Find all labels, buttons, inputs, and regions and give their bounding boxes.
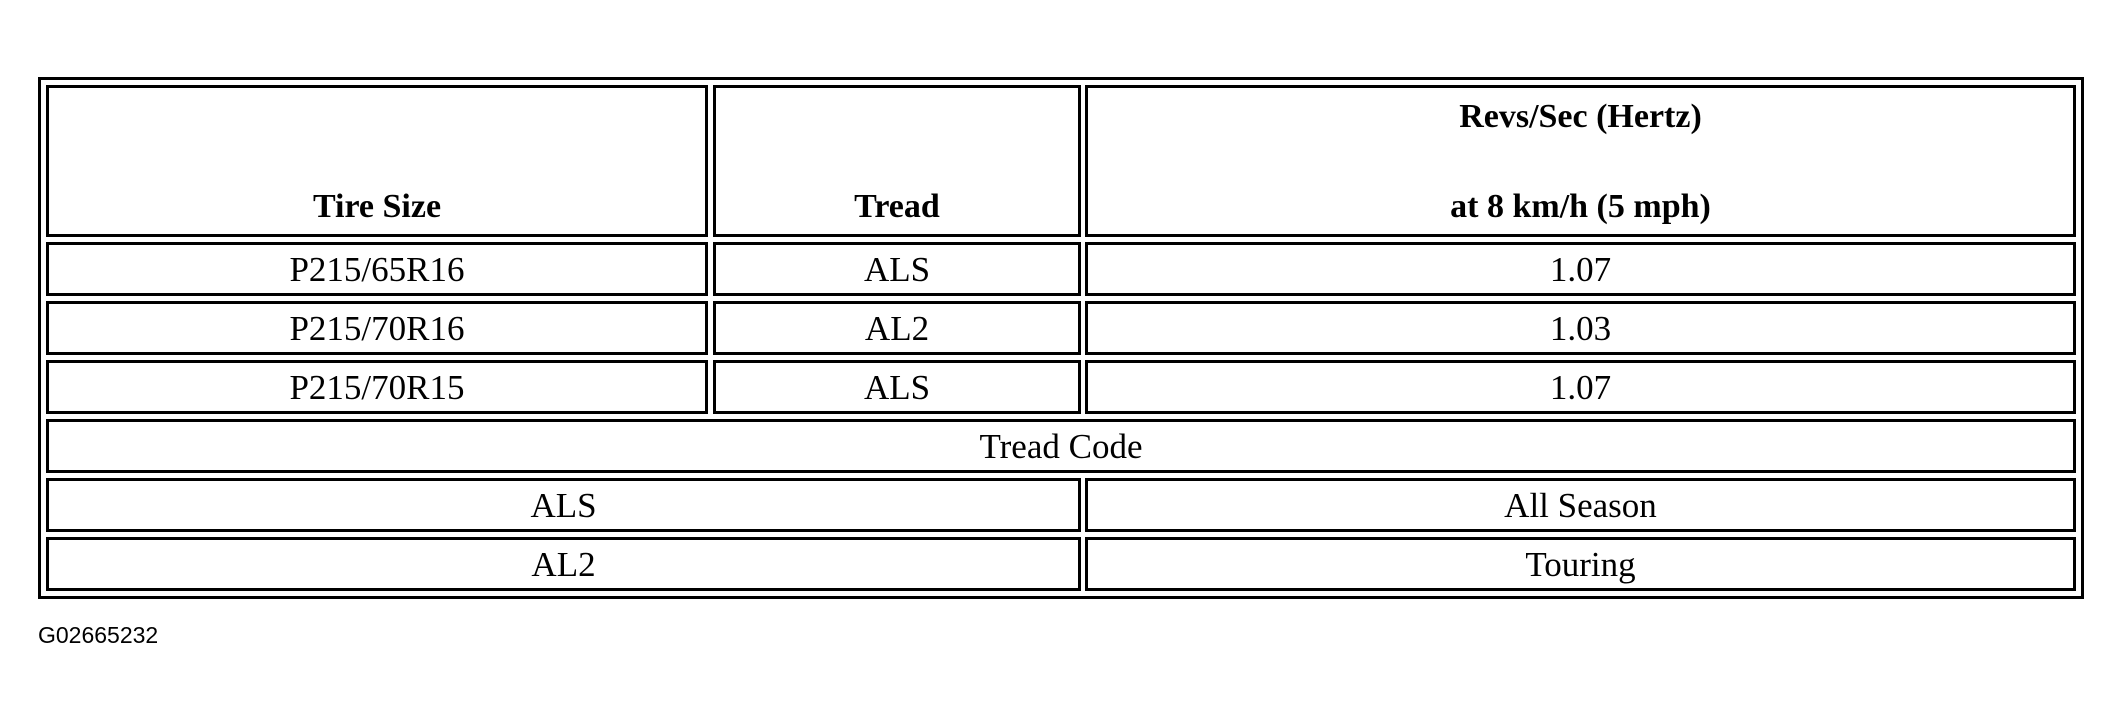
table-cell-code-meaning: All Season (1085, 478, 2076, 532)
cell-text: 1.07 (1549, 367, 1612, 407)
cell-text: ALS (530, 485, 597, 525)
table-cell-revs: 1.07 (1085, 242, 2076, 296)
header-tire-size: Tire Size (46, 85, 708, 237)
cell-text: AL2 (864, 308, 930, 348)
table-cell-revs: 1.03 (1085, 301, 2076, 355)
cell-text: Tread Code (979, 426, 1143, 466)
header-tread: Tread (713, 85, 1081, 237)
cell-text: 1.03 (1549, 308, 1612, 348)
tread-code-title: Tread Code (46, 419, 2076, 473)
cell-text: 1.07 (1549, 249, 1612, 289)
cell-text: P215/70R15 (289, 367, 465, 407)
table-cell-tire-size: P215/65R16 (46, 242, 708, 296)
cell-text: Touring (1525, 544, 1636, 584)
table-cell-revs: 1.07 (1085, 360, 2076, 414)
figure-id: G02665232 (38, 622, 159, 648)
table-cell-code: ALS (46, 478, 1081, 532)
cell-text: ALS (863, 367, 931, 407)
header-revs-line2: at 8 km/h (5 mph) (1450, 188, 1711, 225)
table-cell-tire-size: P215/70R16 (46, 301, 708, 355)
cell-text: P215/65R16 (289, 249, 465, 289)
table-frame (38, 77, 2084, 599)
header-revs-line1: Revs/Sec (Hertz) (1459, 98, 1702, 135)
table-cell-code-meaning: Touring (1085, 537, 2076, 591)
table-cell-code: AL2 (46, 537, 1081, 591)
table-cell-tread: ALS (713, 360, 1081, 414)
cell-text: All Season (1504, 485, 1657, 525)
header-tire-size-label: Tire Size (312, 188, 442, 225)
cell-text: P215/70R16 (289, 308, 465, 348)
table-cell-tread: AL2 (713, 301, 1081, 355)
table-cell-tire-size: P215/70R15 (46, 360, 708, 414)
cell-text: ALS (863, 249, 931, 289)
header-revs: Revs/Sec (Hertz) at 8 km/h (5 mph) (1085, 85, 2076, 237)
header-tread-label: Tread (854, 188, 940, 225)
cell-text: AL2 (531, 544, 596, 584)
table-cell-tread: ALS (713, 242, 1081, 296)
